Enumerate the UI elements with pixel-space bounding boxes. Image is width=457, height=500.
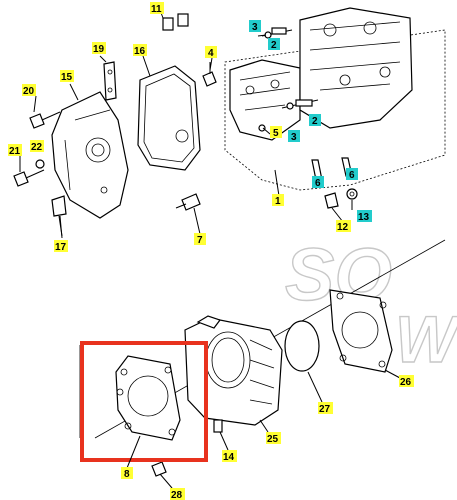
callout-15: 15 [60, 70, 74, 83]
head-group-outline [224, 29, 446, 191]
callout-20: 20 [22, 84, 36, 97]
callout-5: 5 [270, 126, 282, 139]
callout-3a: 3 [249, 20, 261, 33]
svg-text:2: 2 [312, 116, 318, 127]
svg-text:13: 13 [358, 212, 370, 223]
seal-5 [258, 124, 266, 132]
bolt-28 [151, 461, 173, 489]
bolt-20 [29, 111, 61, 129]
callout-3b: 3 [288, 130, 300, 143]
svg-text:19: 19 [93, 44, 105, 55]
svg-text:7: 7 [197, 235, 203, 246]
svg-text:27: 27 [319, 404, 331, 415]
cylinder-base-gasket [115, 355, 181, 441]
cylinder-head [229, 7, 413, 141]
svg-text:21: 21 [9, 146, 21, 157]
svg-text:26: 26 [400, 377, 412, 388]
dowel-pins-11 [162, 13, 189, 31]
bracket-17 [51, 195, 67, 237]
watermark-line-2: W [395, 302, 457, 376]
svg-text:28: 28 [171, 490, 183, 500]
callout-27: 27 [318, 402, 333, 415]
callout-2b: 2 [309, 114, 321, 127]
valve-components-lower [281, 99, 319, 110]
callout-2a: 2 [268, 38, 280, 51]
callout-14: 14 [222, 450, 237, 463]
leader-lines [19, 9, 401, 495]
dowel-14 [213, 419, 223, 433]
o-ring-27 [284, 320, 320, 372]
callout-28: 28 [170, 488, 185, 500]
callout-26: 26 [399, 375, 414, 388]
callout-11: 11 [150, 2, 164, 15]
svg-text:3: 3 [252, 22, 258, 33]
svg-text:22: 22 [31, 142, 43, 153]
callout-21: 21 [8, 144, 22, 157]
callout-19: 19 [92, 42, 106, 55]
highlight-box-part-8 [80, 341, 208, 462]
callout-6a: 6 [312, 176, 324, 189]
svg-text:2: 2 [271, 40, 277, 51]
svg-text:6: 6 [315, 178, 321, 189]
callout-6b: 6 [346, 168, 358, 181]
svg-text:25: 25 [267, 434, 279, 445]
svg-text:16: 16 [134, 46, 146, 57]
valve-cover-gasket [137, 65, 201, 171]
cylinder-head-gasket [329, 289, 393, 373]
svg-text:4: 4 [208, 48, 214, 59]
plug-12 [324, 192, 339, 209]
svg-text:1: 1 [275, 196, 281, 207]
svg-text:17: 17 [55, 242, 67, 253]
bolt-21 [13, 169, 45, 187]
head-side-cover [51, 91, 129, 219]
callout-13: 13 [357, 210, 372, 223]
callout-7: 7 [194, 233, 206, 246]
bolt-4 [202, 62, 217, 87]
svg-text:14: 14 [223, 452, 235, 463]
svg-text:5: 5 [273, 128, 279, 139]
sensor-7 [175, 193, 201, 211]
valve-components-upper [261, 27, 293, 39]
callout-22: 22 [30, 140, 44, 153]
svg-text:15: 15 [61, 72, 73, 83]
callout-12: 12 [336, 220, 351, 233]
washer-13 [346, 188, 358, 200]
svg-text:12: 12 [337, 222, 349, 233]
svg-text:11: 11 [151, 4, 162, 15]
cylinder-block [184, 315, 283, 426]
svg-text:20: 20 [23, 86, 35, 97]
svg-text:3: 3 [291, 132, 297, 143]
callout-8: 8 [121, 467, 133, 480]
callout-1: 1 [272, 194, 284, 207]
callout-16: 16 [133, 44, 147, 57]
svg-text:8: 8 [124, 469, 130, 480]
svg-text:6: 6 [349, 170, 355, 181]
callout-4: 4 [205, 46, 217, 59]
callout-17: 17 [54, 240, 68, 253]
cover-bracket [103, 61, 117, 101]
washer-22 [35, 159, 45, 169]
callout-25: 25 [266, 432, 281, 445]
